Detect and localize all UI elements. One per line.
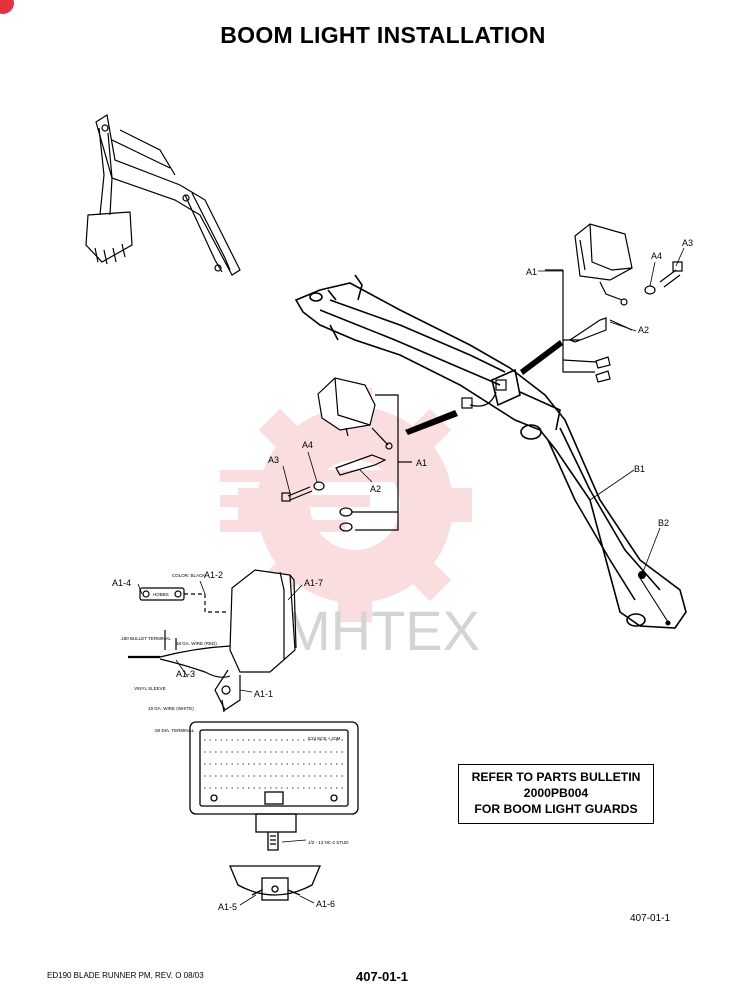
note-color-black: COLOR: BLACK — [172, 573, 205, 578]
callout-a1-7: A1-7 — [304, 578, 323, 588]
callout-a2-lower: A2 — [370, 484, 381, 494]
callout-a2-upper: A2 — [638, 325, 649, 335]
callout-a3-upper: A3 — [682, 238, 693, 248]
callout-a1-3: A1-3 — [176, 669, 195, 679]
upper-light-assembly — [545, 223, 683, 383]
figure-number: 407-01-1 — [630, 913, 671, 924]
light-detail-exploded — [128, 569, 297, 713]
note-dia-terminal: .50 DIA. TERMINAL — [154, 728, 195, 733]
note-bullet-terminal: .180 BULLET TERMINAL — [120, 636, 171, 641]
main-boom — [294, 274, 687, 629]
leader-lines — [137, 247, 685, 906]
note-stud: 1/2 - 13 NC-2 STUD — [308, 840, 349, 845]
note-hobbs: HOBBS — [153, 592, 169, 597]
bulletin-line-2: 2000PB004 — [523, 786, 589, 800]
callout-a1-upper: A1 — [526, 267, 537, 277]
corner-mark — [0, 0, 14, 14]
callout-b1: B1 — [634, 464, 645, 474]
callout-a4-upper: A4 — [651, 251, 662, 261]
parts-bulletin-note: REFER TO PARTS BULLETIN 2000PB004 FOR BO… — [458, 764, 654, 824]
page-title: BOOM LIGHT INSTALLATION — [220, 22, 546, 48]
footer-document-id: ED190 BLADE RUNNER PM, REV. O 08/03 — [47, 971, 204, 980]
mount-bracket-detail — [229, 865, 321, 901]
callout-a3-lower: A3 — [268, 455, 279, 465]
connection-arrows — [405, 340, 563, 435]
bulletin-line-3: FOR BOOM LIGHT GUARDS — [474, 802, 638, 816]
callout-b2: B2 — [658, 518, 669, 528]
callout-a1-6: A1-6 — [316, 899, 335, 909]
callout-a4-lower: A4 — [302, 440, 313, 450]
note-wire-red: 18 GA. WIRE (RED) — [176, 641, 217, 646]
callout-a1-lower: A1 — [416, 458, 427, 468]
bulletin-line-1: REFER TO PARTS BULLETIN — [471, 770, 641, 784]
callout-a1-2: A1-2 — [204, 570, 223, 580]
callout-a1-4: A1-4 — [112, 578, 131, 588]
watermark-text: MHTEX — [284, 599, 480, 662]
note-wire-white: 18 GA. WIRE (WHITE) — [148, 706, 194, 711]
lens-mark: E24 ECE + 10M — [308, 736, 341, 741]
hydraulic-line — [637, 570, 671, 626]
note-vinyl-sleeve: VINYL SLEEVE — [134, 686, 166, 691]
callout-a1-5: A1-5 — [218, 902, 237, 912]
callout-a1-1: A1-1 — [254, 689, 273, 699]
lens-front-view — [189, 721, 359, 851]
boom-overview-thumbnail — [85, 114, 241, 276]
boom-light-brackets — [461, 379, 507, 409]
lower-light-assembly — [281, 377, 412, 532]
footer-page-number: 407-01-1 — [356, 969, 409, 984]
